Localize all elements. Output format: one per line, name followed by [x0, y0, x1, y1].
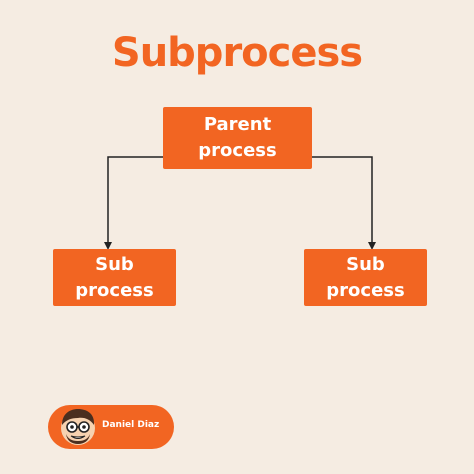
cartoon-avatar-icon [61, 409, 95, 445]
sub-process-left-label-line1: Sub [95, 253, 134, 275]
connector-left [104, 156, 163, 250]
page-title: Subprocess [111, 30, 363, 76]
sub-process-node-right: Sub process [304, 249, 427, 306]
author-name: Daniel Diaz [102, 420, 160, 430]
sub-process-right-label-line2: process [326, 279, 405, 301]
sub-process-node-left: Sub process [53, 249, 176, 306]
parent-process-label-line2: process [198, 140, 277, 161]
connector-right [312, 156, 376, 250]
sub-process-left-label-line2: process [75, 279, 154, 301]
parent-process-node: Parent process [163, 107, 312, 169]
author-badge: Daniel Diaz [48, 405, 174, 449]
sub-process-right-label-line1: Sub [346, 253, 385, 275]
parent-process-label-line1: Parent [203, 114, 272, 135]
